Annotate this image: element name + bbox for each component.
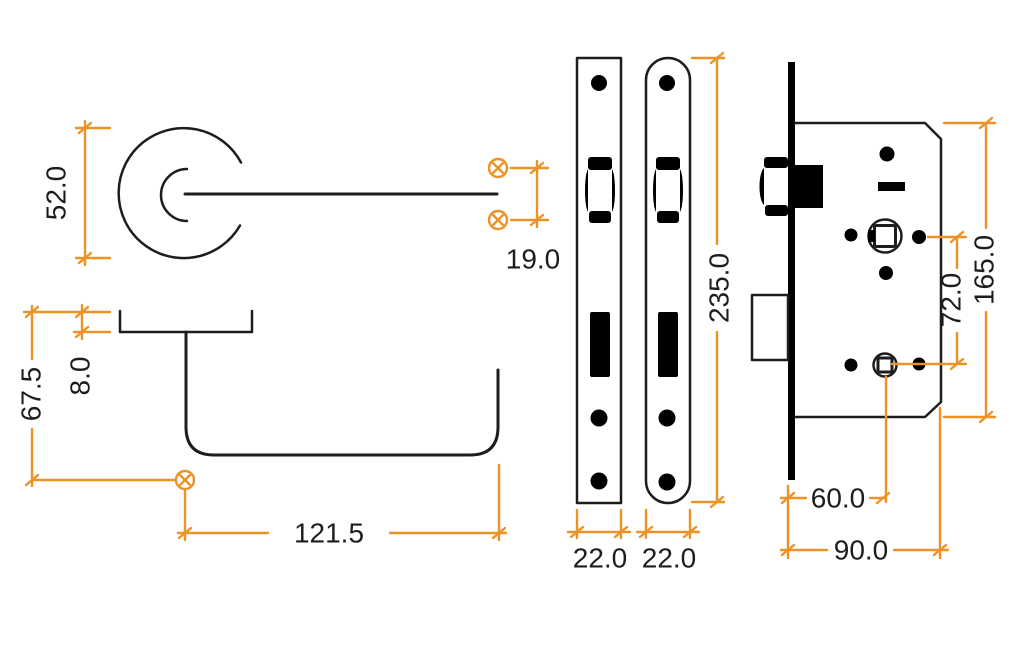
dim-label-radius-faceplate-width: 22.0 — [642, 543, 697, 574]
fixing-hole — [844, 358, 858, 372]
dim-label-follower-centres: 72.0 — [936, 273, 967, 328]
deadbolt-side — [750, 293, 790, 362]
dim-label-backset: 60.0 — [811, 483, 866, 514]
dim-label-rose-diameter: 52.0 — [41, 166, 72, 221]
spindle-follower-upper — [867, 218, 903, 254]
reference-marker-top — [487, 157, 509, 179]
dim-label-case-height: 165.0 — [969, 235, 1000, 305]
dim-label-lever-length: 121.5 — [294, 518, 364, 549]
rose-side-profile — [118, 309, 254, 334]
latch-follower-block — [795, 165, 823, 208]
dim-label-handle-height: 67.5 — [16, 367, 47, 422]
dim-rose-diameter — [74, 119, 112, 267]
fixing-hole — [912, 230, 926, 244]
dim-lever-length — [174, 463, 508, 542]
dim-label-case-depth: 90.0 — [834, 535, 889, 566]
reference-marker-bottom — [487, 209, 509, 231]
latch-bolt-front — [585, 157, 615, 223]
dim-rose-projection — [72, 303, 112, 341]
dim-handle-height — [22, 304, 177, 488]
dim-backset — [779, 375, 891, 560]
fixing-hole — [844, 228, 858, 242]
dim-case-height — [942, 116, 997, 424]
fixing-hole — [879, 146, 895, 162]
dim-label-square-faceplate-width: 22.0 — [573, 543, 628, 574]
handle-side-view — [118, 309, 500, 457]
dim-follower-centres — [890, 230, 968, 371]
faceplate-edge — [788, 62, 795, 480]
lock-case-outline — [793, 121, 943, 419]
latch-bolt-side — [759, 157, 788, 216]
deadbolt-cutout — [658, 312, 678, 377]
dim-square-faceplate-width — [566, 508, 632, 540]
faceplate-radius-end — [644, 56, 692, 505]
rose-circle — [117, 126, 243, 260]
dim-faceplate-length — [690, 51, 726, 509]
lever-side-profile — [184, 330, 500, 457]
lock-case-view — [750, 62, 943, 480]
handle-neck-arc — [159, 167, 189, 223]
latch-bolt-front — [653, 157, 683, 223]
dim-radius-faceplate-width — [635, 508, 701, 540]
deadbolt-cutout — [590, 312, 610, 377]
indicator-window — [878, 182, 905, 191]
dim-label-rose-projection: 8.0 — [65, 357, 96, 396]
handle-front-view — [117, 126, 499, 260]
dim-grip-diameter — [487, 157, 550, 231]
faceplate-square-end — [575, 56, 623, 505]
dim-label-faceplate-length: 235.0 — [704, 253, 735, 323]
dim-case-depth — [779, 406, 950, 560]
fixing-hole — [879, 266, 893, 280]
reference-marker-lever-end — [174, 469, 196, 491]
dim-label-grip-diameter: 19.0 — [506, 244, 561, 275]
